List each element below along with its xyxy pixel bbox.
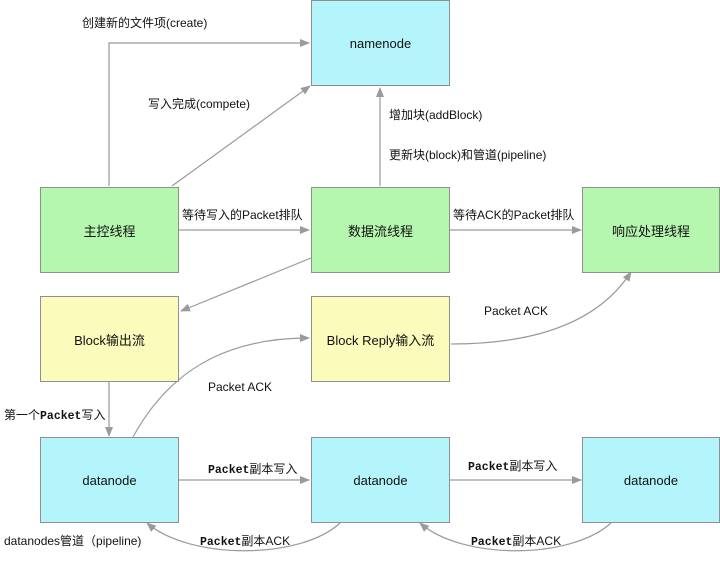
replica-write-1-text: 副本写入 — [249, 462, 298, 476]
arrow-streamer-to-output — [180, 257, 312, 312]
label-pipeline: datanodes管道（pipeline) — [4, 534, 142, 548]
label-complete: 写入完成(compete) — [148, 97, 251, 111]
label-packet-ack-from-datanode: Packet ACK — [208, 380, 273, 394]
label-add-block: 增加块(addBlock) — [389, 108, 483, 122]
block-reply-stream-node: Block Reply输入流 — [311, 296, 450, 382]
namenode-node: namenode — [311, 0, 450, 86]
main-thread-node: 主控线程 — [40, 187, 179, 273]
arrow-replica-ack-1 — [146, 522, 341, 552]
replica-ack-1-keyword: Packet — [200, 536, 242, 549]
arrow-packet-ack-from-datanode — [132, 334, 310, 438]
response-processor-node: 响应处理线程 — [582, 187, 720, 273]
label-replica-ack-2: Packet副本ACK — [471, 534, 561, 550]
replica-write-2-text: 副本写入 — [509, 459, 558, 473]
replica-write-2-keyword: Packet — [468, 461, 510, 474]
label-packet-ack-to-processor: Packet ACK — [484, 304, 549, 318]
first-packet-write-suffix: 写入 — [81, 408, 106, 422]
datanode-2-node: datanode — [311, 437, 450, 523]
first-packet-write-prefix: 第一个 — [4, 408, 41, 422]
replica-ack-2-keyword: Packet — [471, 536, 513, 549]
block-output-stream-node: Block输出流 — [40, 296, 179, 382]
replica-ack-2-text: 副本ACK — [512, 534, 562, 548]
replica-ack-1-text: 副本ACK — [241, 534, 291, 548]
datanode-1-node: datanode — [40, 437, 179, 523]
arrow-replica-ack-2 — [419, 522, 612, 552]
label-ack-packet-queue: 等待ACK的Packet排队 — [453, 208, 575, 222]
datanode-3-node: datanode — [582, 437, 720, 523]
label-replica-write-2: Packet副本写入 — [468, 459, 557, 475]
arrow-create — [108, 39, 310, 186]
label-first-packet-write: 第一个Packet写入 — [4, 408, 105, 424]
arrow-packet-ack-to-processor — [450, 271, 632, 345]
replica-write-1-keyword: Packet — [208, 464, 250, 477]
data-streamer-node: 数据流线程 — [311, 187, 450, 273]
first-packet-write-keyword: Packet — [40, 410, 82, 423]
arrow-complete — [171, 85, 311, 187]
label-update-pipeline: 更新块(block)和管道(pipeline) — [389, 148, 547, 162]
label-create: 创建新的文件项(create) — [82, 16, 208, 30]
label-wait-packet-queue: 等待写入的Packet排队 — [182, 208, 303, 222]
label-replica-ack-1: Packet副本ACK — [200, 534, 290, 550]
label-replica-write-1: Packet副本写入 — [208, 462, 297, 478]
